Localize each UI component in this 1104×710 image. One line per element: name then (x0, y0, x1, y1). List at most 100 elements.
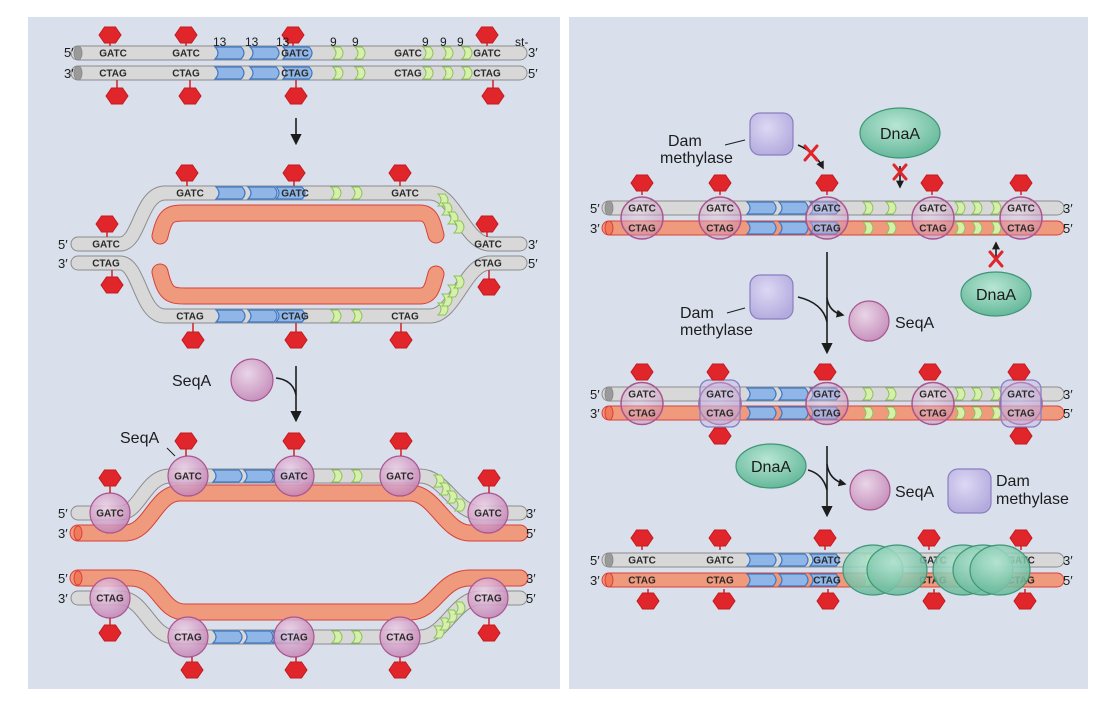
repeat-13mer-shape (213, 46, 245, 60)
repeat-13mer-shape (274, 309, 306, 323)
dnaa-protein (960, 271, 1032, 317)
seqa-protein (911, 196, 955, 240)
repeat-9mer (884, 406, 897, 420)
repeat-9mer-shape (970, 221, 983, 235)
repeat-13mer (808, 573, 840, 587)
repeat-9mer (350, 309, 363, 323)
gatc-site-label: GATC (281, 49, 309, 60)
repeat-9mer-shape (421, 66, 434, 80)
repeat-9mer (441, 66, 454, 80)
methyl-group-icon (178, 80, 202, 105)
repeat-13mer-shape (777, 553, 809, 567)
five-prime-label: 5′ (1063, 221, 1073, 236)
methyl-group-icon (1009, 174, 1033, 195)
gatc-site-label: GATC (172, 49, 200, 60)
gatc-site-label: GATC (628, 204, 656, 215)
repeat-9mer (989, 406, 1002, 420)
gatc-site-label: GATC (813, 204, 841, 215)
new-bottom-strand-fill (152, 264, 444, 304)
ctag-site-label: CTAG (813, 576, 841, 587)
repeat-9mer-shape (452, 220, 465, 234)
methyl-group-icon (1013, 589, 1037, 610)
repeat-13mer-shape (248, 66, 280, 80)
three-prime-label: 3′ (1063, 201, 1073, 216)
repeat-13mer (745, 221, 777, 235)
five-prime-label: 5′ (58, 237, 68, 252)
repeat-13mer (214, 309, 246, 323)
dnaa-label: DnaA (976, 287, 1016, 304)
methyl-group-icon (815, 174, 839, 195)
block-cross-icon (988, 250, 1004, 268)
three-prime-label: 3′ (1063, 553, 1073, 568)
repeat-13mer (211, 630, 243, 644)
ctag-site-label: CTAG (394, 69, 422, 80)
repeat-9mer-shape (350, 309, 363, 323)
methyl-group-icon (708, 174, 732, 195)
repeat-9mer (861, 406, 874, 420)
repeat-9mer (453, 498, 466, 512)
repeat-9mer (884, 201, 897, 215)
gatc-site-label: GATC (280, 472, 308, 483)
repeat-9mer-shape (350, 186, 363, 200)
five-prime-label: 5′ (590, 201, 600, 216)
repeat-9mer-shape (989, 387, 1002, 401)
methyl-hexagon (281, 26, 305, 44)
five-prime-label: 5′ (58, 506, 68, 521)
left-panel-content: GATCCTAGGATCCTAGGATCCTAGGATCCTAGGATCCTAG… (58, 26, 538, 679)
repeat-9mer-shape (330, 469, 343, 483)
dam-methylase-protein (1000, 379, 1042, 428)
repeat-13mer (211, 469, 243, 483)
repeat-9mer (953, 387, 966, 401)
methyl-hexagon (388, 164, 412, 182)
three-prime-label: 3′ (590, 406, 600, 421)
ctag-site-label: CTAG (628, 576, 656, 587)
repeat-9mer-shape (884, 221, 897, 235)
repeat-9mer (953, 201, 966, 215)
dnaa-protein (969, 544, 1031, 596)
repeat-9mer-shape (460, 46, 473, 60)
methyl-hexagon (284, 661, 308, 679)
methyl-group-icon (1009, 529, 1033, 550)
gatc-site-label: GATC (628, 556, 656, 567)
seqa-label: SeqA (120, 430, 159, 447)
gatc-site-label: GATC (391, 189, 419, 200)
repeat-13mer (745, 387, 777, 401)
repeat-13mer-shape (808, 553, 840, 567)
repeat-9mer (421, 46, 434, 60)
methyl-hexagon (636, 592, 660, 610)
methyl-group-icon (282, 432, 306, 456)
repeat-13mer (777, 221, 809, 235)
methyl-group-icon (630, 529, 654, 550)
repeat-9mer (421, 66, 434, 80)
methyl-group-icon (481, 80, 505, 105)
new-top-strand-fill (70, 570, 528, 620)
join-curve (807, 469, 828, 491)
dam-methylase-protein (947, 468, 992, 514)
repeat-13mer-shape (745, 387, 777, 401)
repeat-9mer (445, 490, 458, 504)
parental-top-strand-end-cap (604, 386, 614, 402)
repeat-9mer-shape (460, 66, 473, 80)
repeat-9mer (350, 186, 363, 200)
parental-top-strand-fill (71, 186, 527, 251)
repeat-9mer-shape (884, 387, 897, 401)
repeat-13mer (248, 46, 280, 60)
methyl-hexagon (284, 331, 308, 349)
repeat-9mer (353, 66, 366, 80)
methyl-hexagon (477, 469, 501, 487)
methyl-group-icon (712, 589, 736, 610)
new-bottom-strand (151, 263, 445, 305)
repeat-13mer-shape (242, 630, 274, 644)
ctag-site-label: CTAG (92, 259, 120, 270)
gatc-site-label: GATC (281, 189, 309, 200)
join-curve (797, 296, 828, 323)
repeat-13mer (745, 553, 777, 567)
repeat-13mer-shape (745, 406, 777, 420)
repeat-13mer-shape (777, 201, 809, 215)
methyl-group-icon (708, 427, 732, 445)
methyl-hexagon (1009, 427, 1033, 445)
repeat-9mer-shape (453, 498, 466, 512)
